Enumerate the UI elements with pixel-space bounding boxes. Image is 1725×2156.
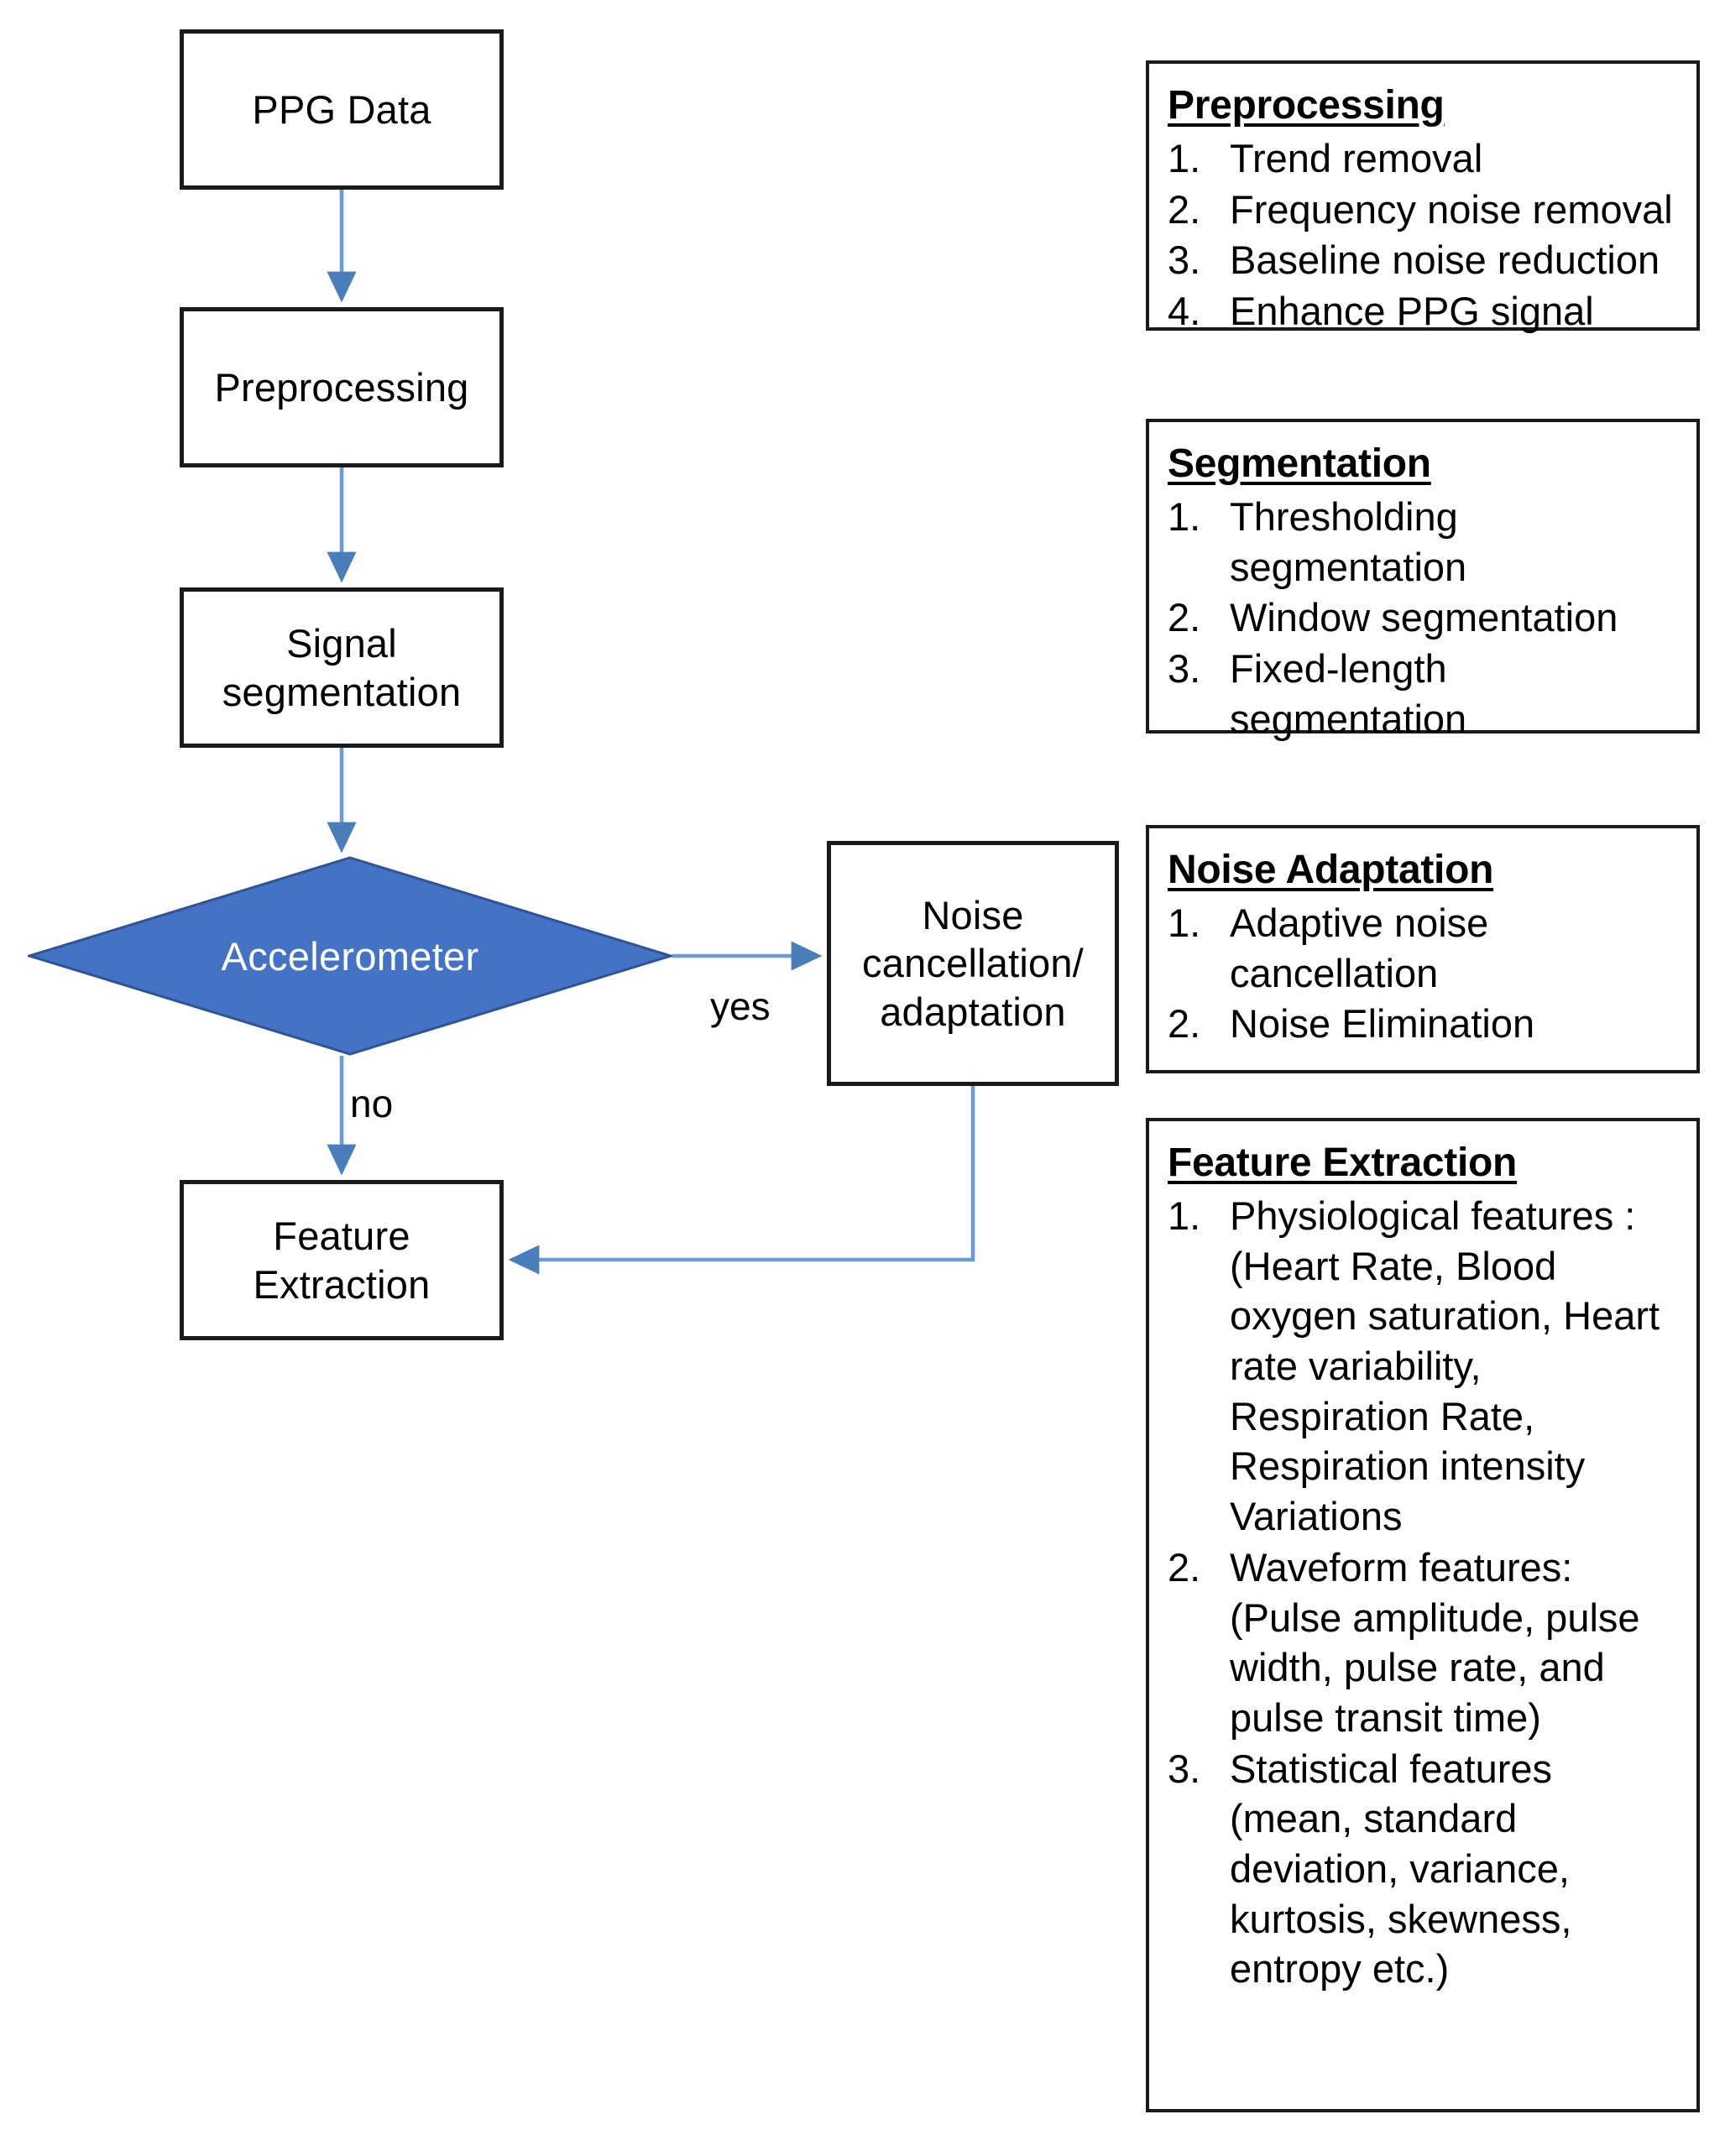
panel-list-item-text: Frequency noise removal [1230,186,1673,232]
panel-list-item: 1. Adaptive noise cancellation [1168,898,1678,998]
node-ppg-data[interactable]: PPG Data [180,29,504,190]
panel-preprocessing: Preprocessing 1. Trend removal 2. Frequency… [1146,60,1700,333]
panel-noise-adaptation-list: 1. Adaptive noise cancellation 2. Noise Eli… [1168,898,1678,1049]
panel-segmentation-list: 1. Thresholding segmentation 2. Window segm… [1168,492,1678,744]
node-ppg-data-label: PPG Data [252,86,431,132]
panel-preprocessing-title: Preprocessing [1168,83,1445,128]
panel-list-item-text: Fixed-length segmentation [1230,646,1467,741]
panel-list-item-number: 1. [1168,494,1201,539]
panel-preprocessing-list: 1. Trend removal 2. Frequency noise removal… [1168,133,1678,337]
diamond-shape [28,856,672,1056]
panel-list-item-number: 2. [1168,595,1201,640]
panel-list-item-number: 1. [1168,1193,1201,1238]
panel-list-item-text: Trend removal [1230,136,1483,180]
panel-list-item: 3. Fixed-length segmentation [1168,644,1678,744]
node-signal-segmentation-label: Signal segmentation [222,621,462,714]
panel-list-item-text: Statistical features (mean, standard dev… [1230,1746,1572,1992]
panel-list-item: 1. Trend removal [1168,133,1678,184]
panel-noise-adaptation-title: Noise Adaptation [1168,848,1494,892]
node-feature-extraction-label: Feature Extraction [253,1214,431,1307]
panel-list-item-text: Enhance PPG signal [1230,289,1594,334]
panel-list-item-number: 3. [1168,646,1201,692]
panel-list-item: 2. Waveform features: (Pulse amplitude, p… [1168,1543,1678,1743]
panel-list-item-number: 2. [1168,186,1201,232]
node-preprocessing[interactable]: Preprocessing [180,307,504,467]
panel-list-item-text: Adaptive noise cancellation [1230,901,1489,995]
panel-list-item-number: 2. [1168,1001,1201,1047]
panel-list-item-text: Physiological features : (Heart Rate, Bl… [1230,1193,1660,1539]
panel-list-item: 3. Baseline noise reduction [1168,235,1678,285]
panel-list-item: 2. Frequency noise removal [1168,185,1678,235]
node-preprocessing-label: Preprocessing [214,364,469,410]
node-feature-extraction[interactable]: Feature Extraction [180,1180,504,1340]
panel-list-item-text: Noise Elimination [1230,1001,1535,1047]
panel-list-item: 3. Statistical features (mean, standard d… [1168,1744,1678,1994]
panel-list-item-text: Waveform features: (Pulse amplitude, pul… [1230,1544,1640,1740]
panel-list-item-text: Thresholding segmentation [1230,494,1467,589]
panel-list-item-number: 1. [1168,136,1201,180]
panel-segmentation: Segmentation 1. Thresholding segmentation… [1146,419,1700,741]
panel-feature-extraction: Feature Extraction 1. Physiological featu… [1146,1118,1700,2112]
panel-list-item: 1. Thresholding segmentation [1168,492,1678,592]
panel-list-item-number: 3. [1168,238,1201,283]
panel-list-item-number: 1. [1168,901,1201,945]
edge-noise-to-feature [508,1086,975,1275]
panel-list-item-text: Window segmentation [1230,595,1618,640]
panel-feature-extraction-list: 1. Physiological features : (Heart Rate, … [1168,1191,1678,1994]
panel-noise-adaptation: Noise Adaptation 1. Adaptive noise cancel… [1146,825,1700,1073]
panel-list-item: 2. Window segmentation [1168,593,1678,643]
edge-label-no: no [350,1082,394,1125]
node-accelerometer-decision[interactable]: Accelerometer [28,856,672,1056]
edge-label-yes: yes [710,984,771,1028]
node-noise-cancellation[interactable]: Noise cancellation/ adaptation [827,841,1119,1086]
panel-list-item: 2. Noise Elimination [1168,999,1678,1049]
panel-list-item-text: Baseline noise reduction [1230,238,1660,283]
panel-list-item: 4. Enhance PPG signal [1168,286,1678,337]
panel-list-item-number: 2. [1168,1544,1201,1590]
node-signal-segmentation[interactable]: Signal segmentation [180,587,504,748]
panel-segmentation-title: Segmentation [1168,441,1431,486]
panel-list-item-number: 4. [1168,289,1201,334]
panel-feature-extraction-title: Feature Extraction [1168,1141,1518,1185]
node-noise-cancellation-label: Noise cancellation/ adaptation [862,893,1084,1034]
panel-list-item: 1. Physiological features : (Heart Rate, … [1168,1191,1678,1542]
panel-list-item-number: 3. [1168,1746,1201,1791]
